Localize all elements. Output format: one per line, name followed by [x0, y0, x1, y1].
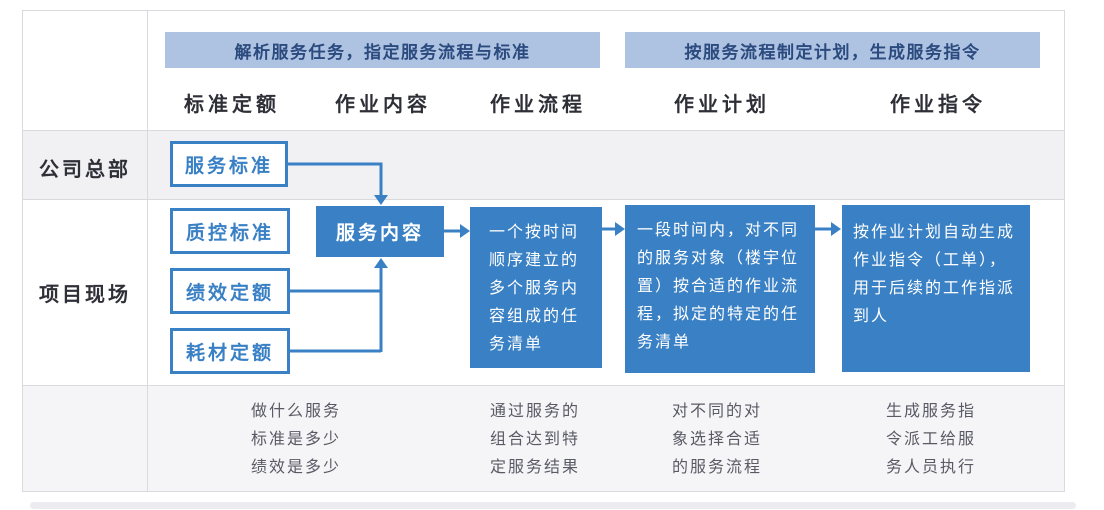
footnote-work-process: 通过服务的 组合达到特 定服务结果 [489, 403, 581, 476]
box-work-plan-description: 一段时间内，对不同的服务对象（楼宇位置）按合适的作业流程，拟定的特定的任务清单 [625, 205, 815, 373]
phase-bar-plan: 按服务流程制定计划，生成服务指令 [625, 32, 1040, 68]
box-service-standard: 服务标准 [170, 141, 288, 187]
row-label-company-hq: 公司总部 [39, 159, 131, 181]
row-label-project-site: 项目现场 [39, 284, 131, 306]
box-consumable-quota: 耗材定额 [170, 328, 290, 374]
phase-bar-analyze: 解析服务任务，指定服务流程与标准 [165, 32, 600, 68]
column-header-standard-quota: 标准定额 [184, 94, 280, 116]
box-service-content: 服务内容 [316, 206, 444, 257]
page-bottom-edge [30, 502, 1076, 509]
box-performance-quota: 绩效定额 [170, 268, 290, 314]
box-work-process-description: 一个按时间顺序建立的多个服务内容组成的任务清单 [470, 207, 602, 368]
column-header-work-plan: 作业计划 [674, 94, 770, 116]
column-header-work-instruction: 作业指令 [890, 94, 986, 116]
footnote-row-background [23, 385, 1064, 491]
column-header-work-process: 作业流程 [490, 94, 586, 116]
footnote-standard-quota: 做什么服务 标准是多少 绩效是多少 [250, 403, 342, 476]
box-work-instruction-description: 按作业计划自动生成作业指令（工单），用于后续的工作指派到人 [842, 205, 1030, 372]
phase-bar-analyze-label: 解析服务任务，指定服务流程与标准 [234, 42, 531, 62]
footnote-work-instruction: 生成服务指 令派工给服 务人员执行 [885, 403, 977, 476]
header-row-background [23, 11, 1064, 130]
column-header-work-content: 作业内容 [335, 94, 431, 116]
phase-bar-plan-label: 按服务流程制定计划，生成服务指令 [684, 42, 981, 62]
box-qc-standard: 质控标准 [170, 208, 290, 254]
footnote-work-plan: 对不同的对 象选择合适 的服务流程 [671, 403, 763, 476]
label-column-divider [147, 11, 148, 491]
